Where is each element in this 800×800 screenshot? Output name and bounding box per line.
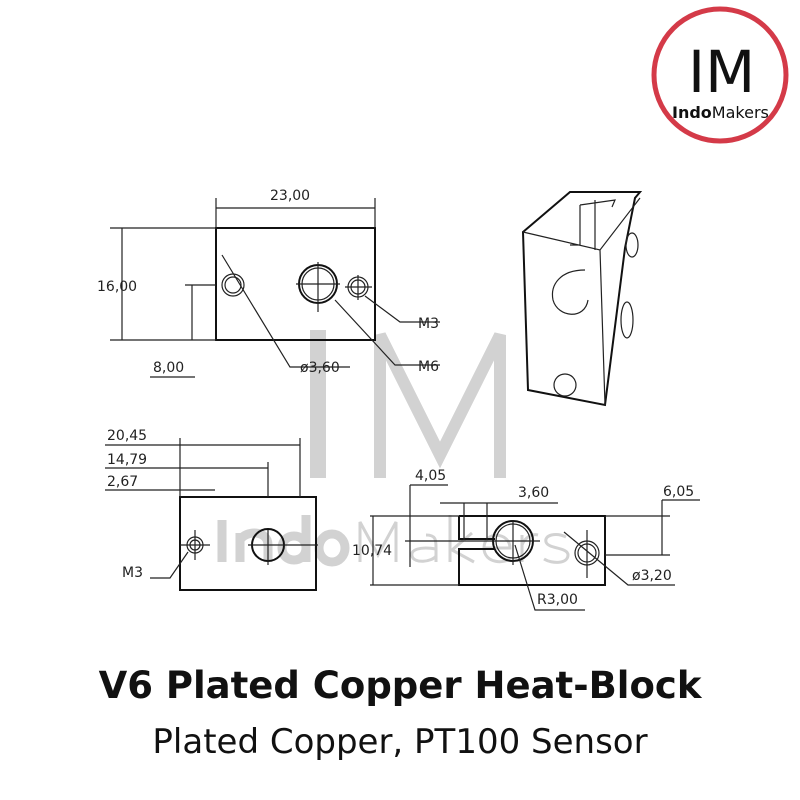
dim-end-d2: 3,60	[518, 485, 549, 501]
side-view: 20,45 14,79 2,67 M3	[105, 428, 318, 591]
dim-end-diameter: ø3,20	[632, 568, 672, 584]
svg-text:IM: IM	[688, 38, 755, 106]
dim-side-d2: 14,79	[107, 452, 147, 468]
dim-end-radius: R3,00	[537, 592, 578, 608]
dim-end-height: 10,74	[352, 543, 392, 559]
isometric-view	[521, 191, 643, 407]
dim-side-d1: 20,45	[107, 428, 147, 444]
dim-end-d3: 6,05	[663, 484, 694, 500]
dim-end-d1: 4,05	[415, 468, 446, 484]
dim-side-d3: 2,67	[107, 474, 138, 490]
product-title: V6 Plated Copper Heat-Block	[98, 664, 702, 707]
dim-top-width: 23,00	[270, 188, 310, 204]
logo: IM IndoMakers	[651, 6, 789, 144]
svg-text:IndoMakers: IndoMakers	[672, 103, 769, 122]
label-top-hole-large: M6	[418, 359, 439, 375]
top-view: 23,00 16,00 8,00 M3 M6 ø3,60	[97, 188, 440, 378]
label-top-hole-small: M3	[418, 316, 439, 332]
end-view: 4,05 3,60 6,05 10,74 ø3,20 R3,00	[352, 468, 700, 611]
dim-top-diameter: ø3,60	[300, 360, 340, 376]
dim-top-height: 16,00	[97, 279, 137, 295]
dim-top-offset: 8,00	[153, 360, 184, 376]
label-side-hole: M3	[122, 565, 143, 581]
product-subtitle: Plated Copper, PT100 Sensor	[152, 722, 648, 762]
